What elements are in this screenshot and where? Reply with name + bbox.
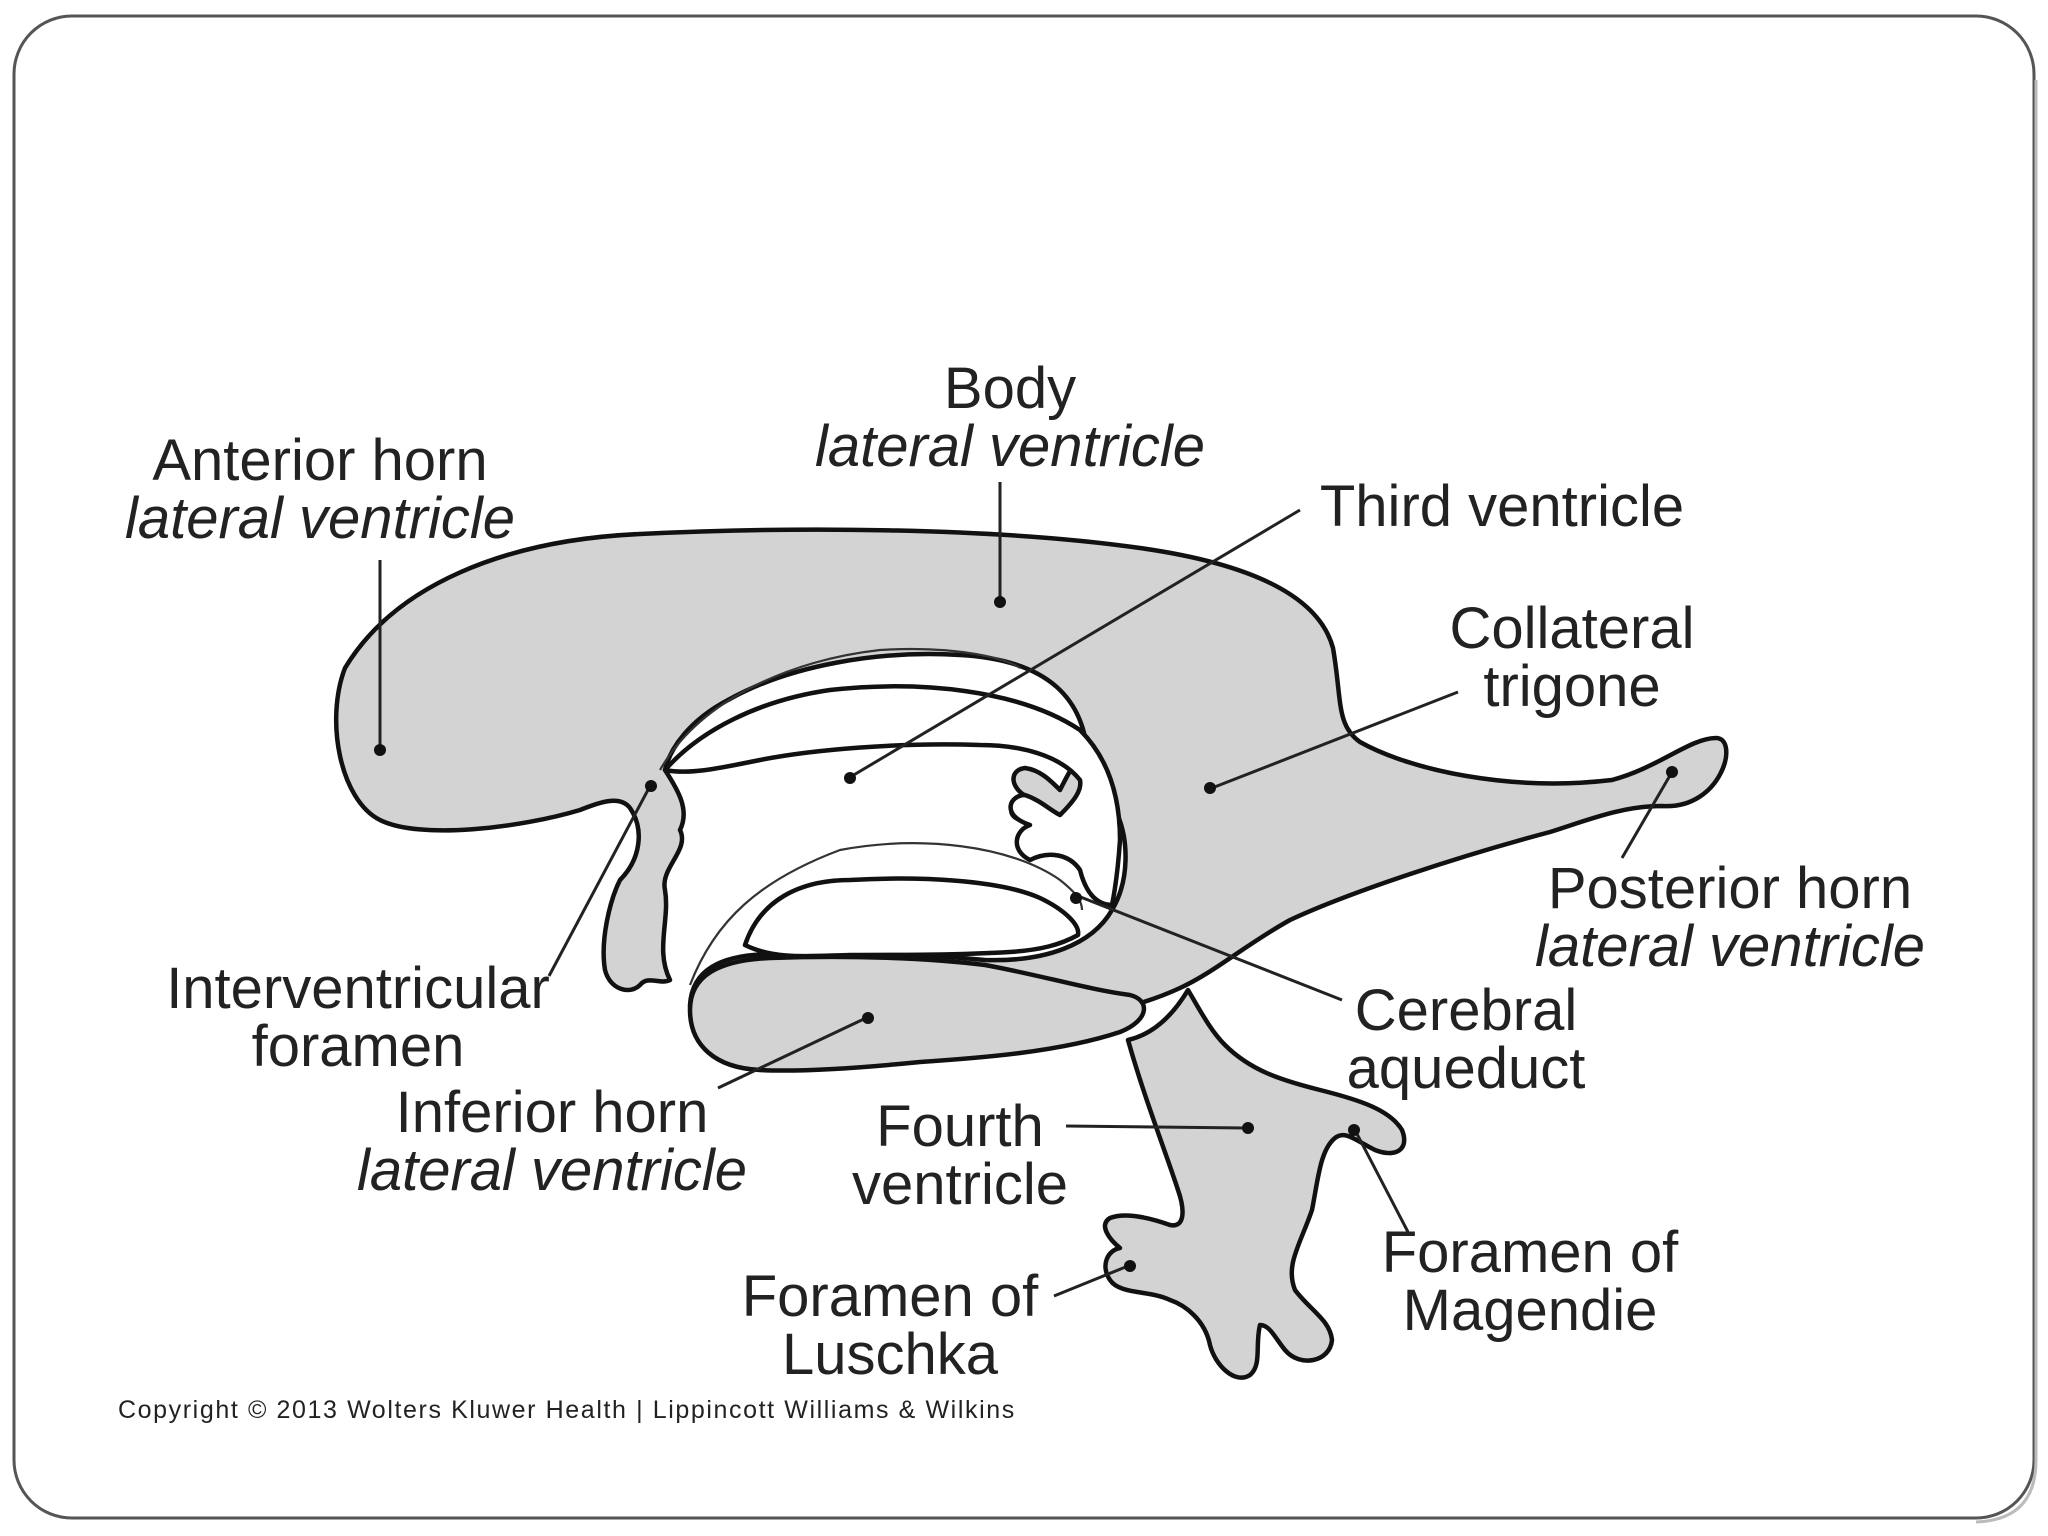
marker-cerebral-aqueduct (1070, 892, 1082, 904)
label-body-subtitle: lateral ventricle (815, 414, 1205, 479)
marker-interventricular-foramen (645, 780, 657, 792)
marker-anterior-horn (374, 744, 386, 756)
fourth-ventricle-shape (1102, 987, 1407, 1380)
label-collateral-trigone-line1: Collateral (1450, 596, 1695, 661)
marker-posterior-horn (1666, 766, 1678, 778)
marker-fourth-ventricle (1242, 1122, 1254, 1134)
label-anterior-horn-subtitle: lateral ventricle (125, 486, 515, 551)
label-third-ventricle: Third ventricle (1320, 474, 1684, 539)
leader-collateral-trigone (1211, 690, 1459, 790)
label-fourth-ventricle-line1: Fourth (876, 1094, 1044, 1159)
copyright-notice: Copyright © 2013 Wolters Kluwer Health |… (118, 1396, 1016, 1424)
label-body-title: Body (944, 356, 1076, 421)
label-inferior-horn-subtitle: lateral ventricle (357, 1138, 747, 1203)
label-posterior-horn-title: Posterior horn (1548, 856, 1912, 921)
leader-foramen-luschka (1053, 1264, 1129, 1298)
label-interventricular-foramen-line1: Interventricular (166, 956, 550, 1021)
marker-foramen-magendie (1348, 1124, 1360, 1136)
leader-inferior-horn (717, 1016, 867, 1090)
label-fourth-ventricle-line2: ventricle (852, 1152, 1068, 1217)
marker-body (994, 596, 1006, 608)
slide-frame-shadow (1975, 80, 2038, 1524)
label-foramen-magendie-line2: Magendie (1403, 1278, 1658, 1343)
thalamus-opening-upper (662, 684, 1123, 908)
leader-fourth-ventricle (1065, 1124, 1247, 1130)
label-foramen-luschka-line1: Foramen of (742, 1264, 1039, 1329)
leader-foramen-magendie (1354, 1131, 1410, 1233)
label-cerebral-aqueduct-line1: Cerebral (1355, 978, 1577, 1043)
label-cerebral-aqueduct-line2: aqueduct (1347, 1036, 1586, 1101)
choroid-outline-upper (659, 647, 1021, 771)
marker-inferior-horn (862, 1012, 874, 1024)
leader-interventricular-foramen (547, 787, 651, 977)
marker-collateral-trigone (1204, 782, 1216, 794)
leader-posterior-horn (1620, 771, 1674, 859)
label-foramen-magendie-line1: Foramen of (1382, 1220, 1679, 1285)
label-posterior-horn-subtitle: lateral ventricle (1535, 914, 1925, 979)
leader-third-ventricle (851, 508, 1301, 778)
marker-third-ventricle (844, 772, 856, 784)
label-foramen-luschka-line2: Luschka (782, 1322, 999, 1387)
label-inferior-horn-title: Inferior horn (396, 1080, 709, 1145)
label-collateral-trigone-line2: trigone (1483, 654, 1660, 719)
choroid-outline-lower (688, 842, 1084, 986)
marker-foramen-luschka (1124, 1260, 1136, 1272)
label-interventricular-foramen-line2: foramen (252, 1014, 465, 1079)
leader-cerebral-aqueduct (1077, 894, 1343, 1002)
label-anterior-horn-title: Anterior horn (152, 428, 487, 493)
inferior-horn-shape (687, 954, 1147, 1073)
